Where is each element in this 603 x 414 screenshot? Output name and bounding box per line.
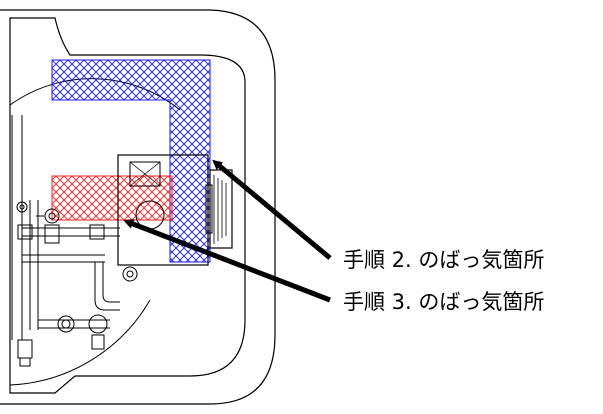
unit-top-block [129,161,161,187]
blue-aeration-zone [51,59,211,263]
arrow-procedure-3 [123,219,331,303]
valve-fittings [16,201,138,367]
callout-procedure-3: 手順 3. のばっ気箇所 [343,290,545,314]
inner-tank-outline [9,17,246,394]
filter-flange [209,169,233,249]
arrow-procedure-2 [212,159,332,260]
left-vertical-pipe [11,115,23,340]
unit-housing [117,154,209,266]
horizontal-pipework [22,227,120,263]
red-aeration-zone [51,175,173,221]
outer-tank-outline [0,9,276,405]
callout-procedure-2: 手順 2. のばっ気箇所 [343,248,545,272]
